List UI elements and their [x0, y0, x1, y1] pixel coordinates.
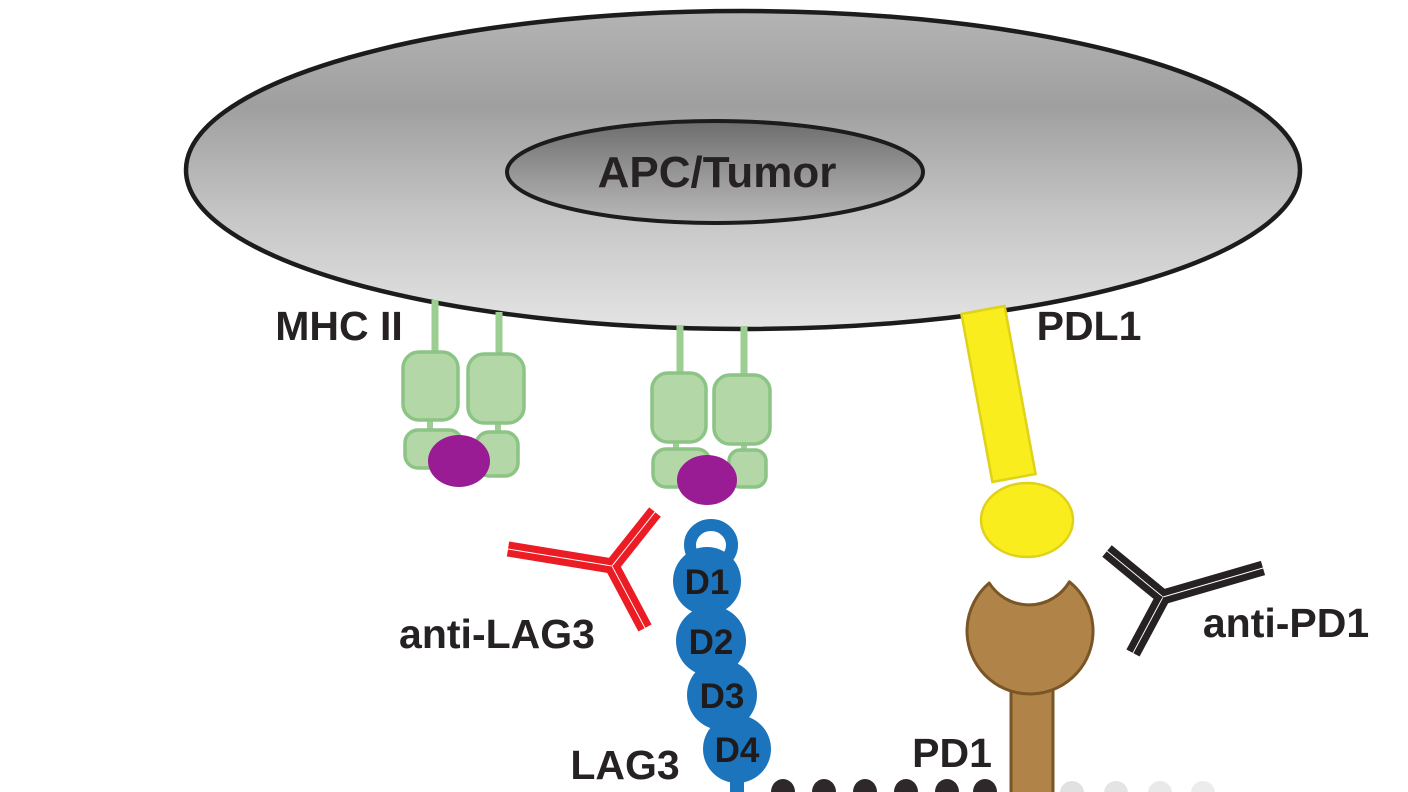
pdl1-label: PDL1	[1037, 303, 1142, 349]
lag3-stem	[730, 770, 744, 792]
apc-tumor-cell: APC/Tumor	[183, 8, 1303, 332]
mhc2-label: MHC II	[275, 303, 403, 349]
bottom-membrane-beads-light	[1060, 781, 1215, 792]
pd1-crescent	[965, 580, 1095, 696]
anti-lag3-antibody	[506, 507, 661, 632]
cell-title: APC/Tumor	[598, 148, 837, 197]
pd1-molecule	[965, 580, 1095, 792]
peptide-left	[428, 435, 490, 487]
svg-text:D1: D1	[685, 563, 730, 602]
mhc2-molecule-left	[401, 300, 526, 487]
anti-pd1-label: anti-PD1	[1203, 600, 1369, 646]
lag3-molecule: D1 D2 D3 D4	[673, 519, 771, 792]
svg-text:D2: D2	[689, 623, 734, 662]
lag3-domain-circles	[673, 547, 771, 792]
anti-lag3-label: anti-LAG3	[399, 611, 595, 657]
mhc2-molecule-right	[650, 325, 772, 505]
pd1-label: PD1	[912, 730, 992, 776]
mhc2-left-stalks	[431, 300, 503, 360]
cell-nucleus-ellipse	[505, 119, 925, 225]
peptide-right	[677, 455, 737, 505]
svg-text:D3: D3	[700, 677, 745, 716]
pdl1-stalk	[959, 304, 1038, 484]
lag3-label: LAG3	[570, 742, 679, 788]
pdl1-molecule	[959, 304, 1075, 559]
anti-pd1-antibody	[1102, 545, 1266, 657]
pdl1-head	[979, 481, 1075, 559]
bottom-membrane-beads-dark	[771, 779, 997, 792]
svg-text:D4: D4	[715, 731, 760, 770]
mhc2-right-stalks	[676, 325, 748, 378]
lag3-domain-labels: D1 D2 D3 D4	[685, 563, 760, 770]
